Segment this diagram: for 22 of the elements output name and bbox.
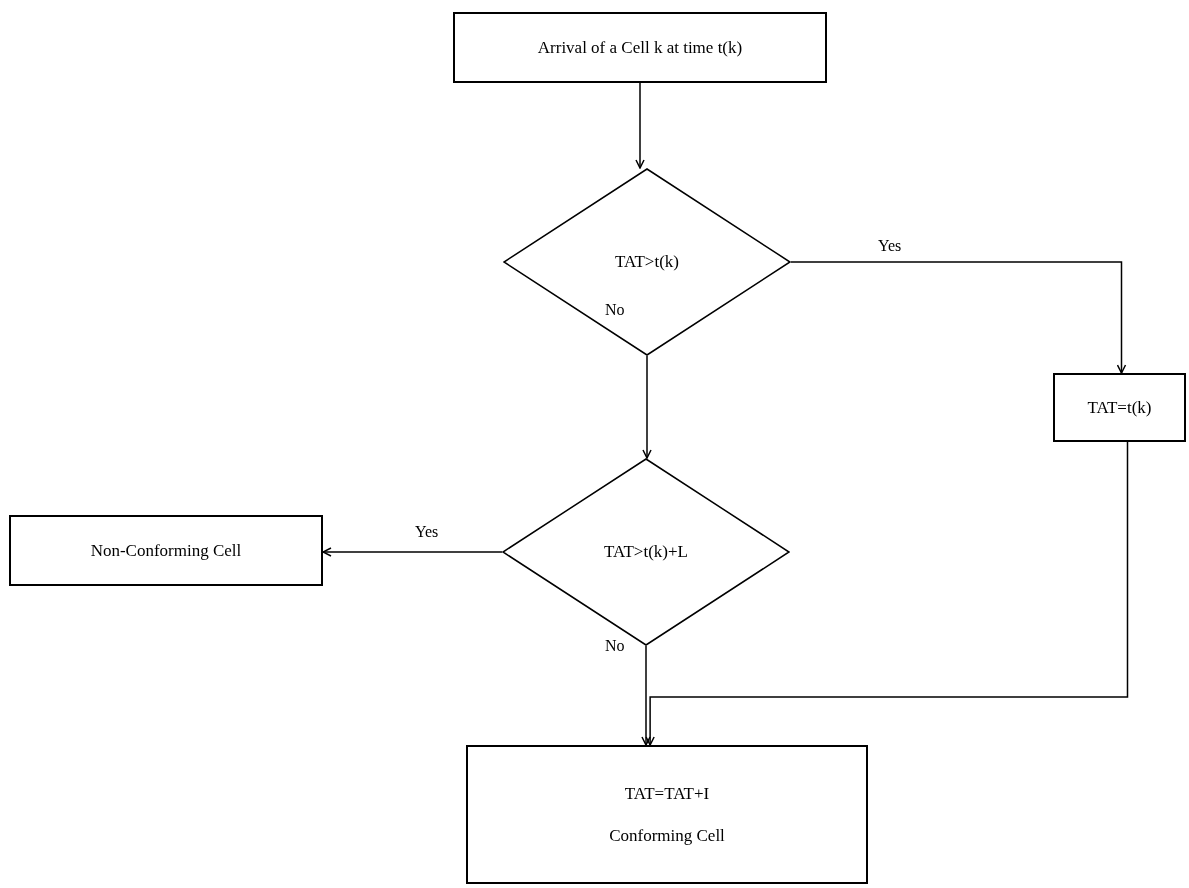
arrow: [641, 645, 651, 746]
node-text: TAT>t(k): [614, 251, 680, 273]
node-text: Conforming Cell: [608, 824, 726, 846]
node-text: Arrival of a Cell k at time t(k): [536, 36, 744, 59]
arrow: [642, 355, 652, 459]
arrow: [645, 441, 1129, 746]
arrow: [635, 82, 645, 169]
process-box: [466, 745, 868, 884]
process-box: [1053, 373, 1186, 442]
arrow: [790, 261, 1127, 374]
edge-label: No: [605, 302, 625, 318]
edge-label: Yes: [878, 238, 902, 254]
process-box: [9, 515, 323, 586]
node-text: TAT=t(k): [1086, 396, 1153, 419]
arrow: [322, 547, 503, 557]
decision-diamond: [503, 168, 791, 356]
edge-label: Yes: [415, 524, 439, 540]
edge-label: No: [605, 638, 625, 654]
process-box: [453, 12, 827, 83]
node-text: Non-Conforming Cell: [89, 539, 243, 562]
node-text: TAT=TAT+I: [623, 783, 711, 805]
node-text: TAT>t(k)+L: [603, 541, 689, 563]
